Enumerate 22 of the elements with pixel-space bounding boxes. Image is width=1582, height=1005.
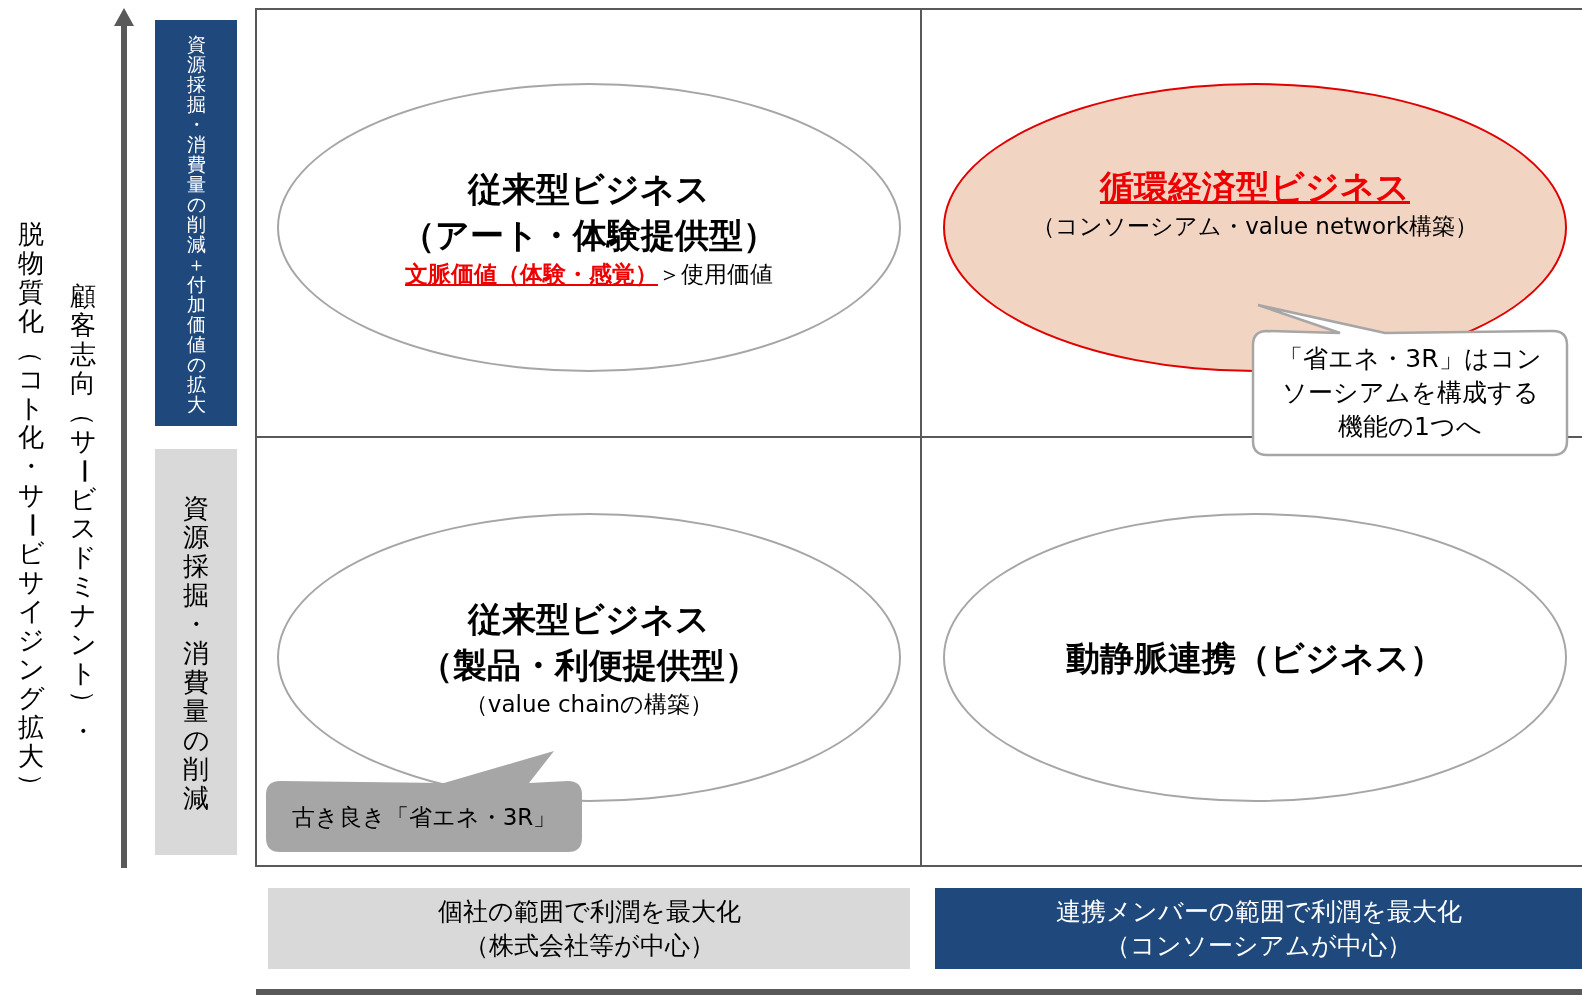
category-band bbox=[935, 888, 1582, 969]
callout-text: 「省エネ・3R」はコンソーシアムを構成する機能の1つへ bbox=[1277, 343, 1543, 443]
heading: 動静脈連携（ビジネス） bbox=[1066, 636, 1444, 680]
band-text: 連携メンバーの範囲で利潤を最大化 bbox=[1055, 895, 1462, 928]
heading: 従来型ビジネス（アート・体験提供型） bbox=[400, 167, 778, 257]
subtitle: （value chainの構築） bbox=[464, 689, 714, 719]
axis-label: 脱物質化（コト化・サービサイジング拡大） bbox=[15, 220, 48, 801]
speech-bubble bbox=[264, 748, 584, 854]
axis-label: 顧客志向（サービスドミナント）・ bbox=[67, 282, 100, 748]
heading: 従来型ビジネス（製品・利便提供型） bbox=[418, 597, 760, 687]
callout-text: 古き良き「省エネ・3R」 bbox=[290, 802, 558, 832]
subtitle: （コンソーシアム・value network構築） bbox=[1032, 211, 1478, 241]
category-band bbox=[155, 20, 237, 426]
band-text: 資源採掘・消費量の削減 bbox=[181, 494, 211, 813]
category-band bbox=[268, 888, 910, 969]
band-text: （コンソーシアムが中心） bbox=[1105, 929, 1412, 962]
band-text: （株式会社等が中心） bbox=[463, 929, 715, 962]
heading: 循環経済型ビジネス bbox=[1100, 165, 1410, 209]
subtitle: 文脈価値（体験・感覚）＞使用価値 bbox=[405, 259, 773, 289]
band-text: 資源採掘・消費量の削減＋付加価値の拡大 bbox=[185, 34, 207, 414]
category-band bbox=[155, 449, 237, 855]
band-text: 個社の範囲で利潤を最大化 bbox=[437, 895, 741, 928]
